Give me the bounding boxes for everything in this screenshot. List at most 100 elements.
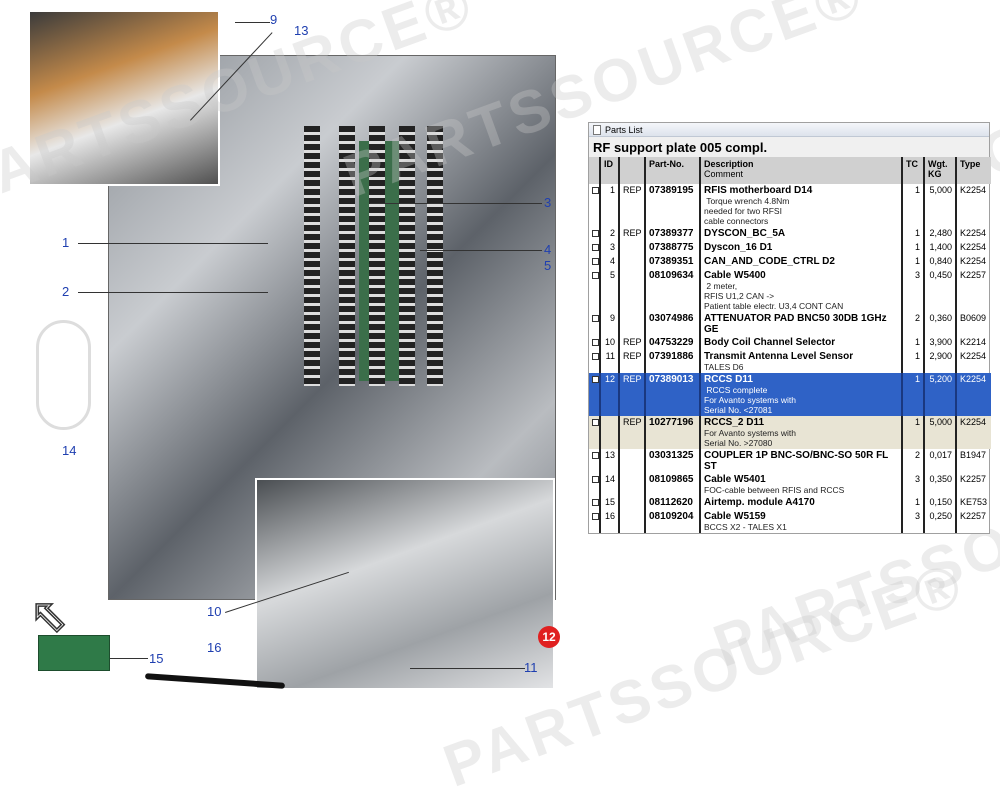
row-checkbox-cell[interactable] — [589, 449, 600, 473]
callout-14: 14 — [62, 443, 77, 458]
col-select — [589, 157, 600, 184]
row-checkbox-cell[interactable] — [589, 496, 600, 510]
part-tc: 3 — [901, 269, 924, 312]
rack-card — [369, 126, 385, 386]
part-id: 1 — [599, 184, 619, 227]
row-checkbox[interactable] — [592, 452, 599, 459]
row-checkbox[interactable] — [592, 272, 599, 279]
cable-14-image — [36, 320, 91, 430]
part-tc: 2 — [901, 312, 924, 336]
row-checkbox[interactable] — [592, 315, 599, 322]
part-row[interactable]: 13 03031325 COUPLER 1P BNC-SO/BNC-SO 50R… — [589, 449, 991, 473]
part-row[interactable]: 2 REP 07389377 DYSCON_BC_5A 1 2,480 K225… — [589, 227, 991, 241]
callout-9: 9 — [270, 12, 278, 27]
part-description: ATTENUATOR PAD BNC50 30DB 1GHz GE — [704, 313, 887, 335]
part-weight: 0,350 — [923, 473, 956, 496]
col-type[interactable]: Type — [955, 157, 991, 184]
document-icon — [593, 125, 601, 135]
row-checkbox-cell[interactable] — [589, 184, 600, 227]
leader-line — [370, 203, 542, 204]
callout-12-badge: 12 — [538, 626, 560, 648]
row-checkbox-cell[interactable] — [589, 312, 600, 336]
row-checkbox[interactable] — [592, 244, 599, 251]
part-row[interactable]: 10 REP 04753229 Body Coil Channel Select… — [589, 336, 991, 350]
rack-card — [304, 126, 320, 386]
window-title: Parts List — [605, 125, 643, 135]
row-checkbox[interactable] — [592, 513, 599, 520]
part-id: 12 — [599, 373, 619, 416]
part-description: RCCS D11 — [704, 374, 753, 385]
part-row[interactable]: 9 03074986 ATTENUATOR PAD BNC50 30DB 1GH… — [589, 312, 991, 336]
row-checkbox[interactable] — [592, 419, 599, 426]
part-comment: Serial No. >27080 — [704, 438, 773, 448]
row-checkbox-cell[interactable] — [589, 473, 600, 496]
part-id: 14 — [599, 473, 619, 496]
weight-header: Wgt. — [928, 159, 948, 169]
part-tc: 1 — [901, 416, 924, 449]
part-tc: 1 — [901, 373, 924, 416]
row-checkbox-cell[interactable] — [589, 510, 600, 533]
part-rep: REP — [618, 373, 645, 416]
row-checkbox-cell[interactable] — [589, 269, 600, 312]
col-rep[interactable] — [618, 157, 645, 184]
part-type: K2254 — [955, 241, 991, 255]
part-number: 07389351 — [644, 255, 700, 269]
col-id[interactable]: ID — [599, 157, 619, 184]
part-description: Body Coil Channel Selector — [704, 337, 836, 348]
part-row[interactable]: 4 07389351 CAN_AND_CODE_CTRL D2 1 0,840 … — [589, 255, 991, 269]
row-checkbox-cell[interactable] — [589, 255, 600, 269]
part-number: 08109865 — [644, 473, 700, 496]
row-checkbox[interactable] — [592, 376, 599, 383]
part-row[interactable]: 1 REP 07389195 RFIS motherboard D14 Torq… — [589, 184, 991, 227]
part-type: K2254 — [955, 373, 991, 416]
part-id: 11 — [599, 350, 619, 373]
row-checkbox[interactable] — [592, 258, 599, 265]
part-description: CAN_AND_CODE_CTRL D2 — [704, 256, 835, 267]
row-checkbox-cell[interactable] — [589, 373, 600, 416]
callout-15: 15 — [149, 651, 164, 666]
parts-list-panel: Parts List RF support plate 005 compl. I… — [588, 122, 991, 534]
col-tc[interactable]: TC — [901, 157, 924, 184]
part-weight: 5,000 — [923, 184, 956, 227]
part-id — [599, 416, 619, 449]
part-row[interactable]: 15 08112620 Airtemp. module A4170 1 0,15… — [589, 496, 991, 510]
part-id: 5 — [599, 269, 619, 312]
parts-list-titlebar: Parts List — [589, 123, 989, 137]
part-tc: 1 — [901, 227, 924, 241]
row-checkbox[interactable] — [592, 476, 599, 483]
part-tc: 1 — [901, 184, 924, 227]
row-checkbox[interactable] — [592, 187, 599, 194]
row-checkbox[interactable] — [592, 353, 599, 360]
row-checkbox[interactable] — [592, 339, 599, 346]
part-row[interactable]: 5 08109634 Cable W5400 2 meter,RFIS U1,2… — [589, 269, 991, 312]
row-checkbox-cell[interactable] — [589, 336, 600, 350]
col-weight[interactable]: Wgt.KG — [923, 157, 956, 184]
part-comment: cable connectors — [704, 216, 769, 226]
rack-card — [339, 126, 355, 386]
part-row[interactable]: 3 07388775 Dyscon_16 D1 1 1,400 K2254 — [589, 241, 991, 255]
part-description-cell: COUPLER 1P BNC-SO/BNC-SO 50R FL ST — [699, 449, 902, 473]
part-comment: 2 meter, — [704, 281, 738, 291]
row-checkbox[interactable] — [592, 499, 599, 506]
part-weight: 3,900 — [923, 336, 956, 350]
part-rep — [618, 510, 645, 533]
row-checkbox-cell[interactable] — [589, 416, 600, 449]
part-row[interactable]: 11 REP 07391886 Transmit Antenna Level S… — [589, 350, 991, 373]
part-type: K2257 — [955, 510, 991, 533]
row-checkbox-cell[interactable] — [589, 350, 600, 373]
col-part-no[interactable]: Part-No. — [644, 157, 700, 184]
row-checkbox-cell[interactable] — [589, 227, 600, 241]
row-checkbox-cell[interactable] — [589, 241, 600, 255]
row-checkbox[interactable] — [592, 230, 599, 237]
part-description-cell: RFIS motherboard D14 Torque wrench 4.8Nm… — [699, 184, 902, 227]
leader-line — [78, 292, 268, 293]
